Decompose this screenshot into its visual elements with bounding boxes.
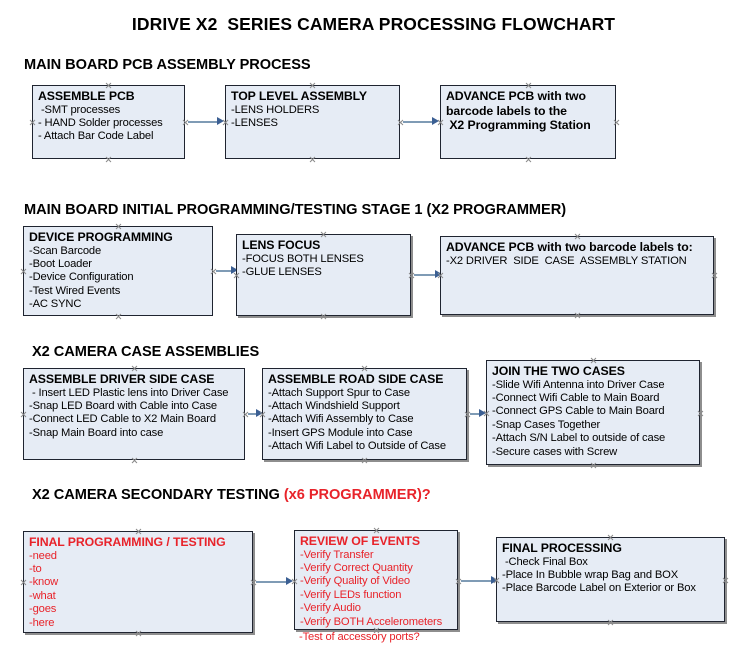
node-line: -what (29, 589, 56, 602)
node-line: -Attach Support Spur to Case (268, 386, 410, 399)
node-final-processing[interactable]: FINAL PROCESSING -Check Final Box -Place… (496, 537, 725, 622)
section-heading-pcb-assembly: MAIN BOARD PCB ASSEMBLY PROCESS (24, 57, 311, 73)
node-line: -Attach Wifi Assembly to Case (268, 413, 414, 426)
section-heading-initial-programming: MAIN BOARD INITIAL PROGRAMMING/TESTING S… (24, 202, 567, 218)
node-title: ASSEMBLE PCB (38, 89, 135, 103)
connector-arrow (256, 581, 287, 583)
page-title: IDRIVE X2 SERIES CAMERA PROCESSING FLOWC… (131, 14, 616, 34)
node-line: -Attach Wifi Label to Outside of Case (268, 440, 446, 453)
node-title-line3: X2 Programming Station (446, 118, 591, 132)
node-title: ASSEMBLE ROAD SIDE CASE (268, 372, 444, 386)
node-assemble-road-side-case[interactable]: ASSEMBLE ROAD SIDE CASE -Attach Support … (262, 368, 467, 460)
node-title: TOP LEVEL ASSEMBLY (231, 89, 368, 103)
node-line: -AC SYNC (29, 298, 82, 311)
node-line: -LENSES (231, 116, 278, 129)
node-title: JOIN THE TWO CASES (492, 364, 625, 378)
node-line: -Attach Windshield Support (268, 399, 400, 412)
node-advance-pcb-driver-side-station[interactable]: ADVANCE PCB with two barcode labels to: … (440, 236, 714, 315)
section-heading-text: X2 CAMERA SECONDARY TESTING (32, 487, 284, 503)
node-join-the-two-cases[interactable]: JOIN THE TWO CASES -Slide Wifi Antenna i… (486, 360, 700, 465)
node-line: -here (29, 616, 55, 629)
arrowhead-icon (256, 409, 263, 417)
node-title: FINAL PROGRAMMING / TESTING (29, 535, 226, 549)
section-heading-secondary-testing: X2 CAMERA SECONDARY TESTING (x6 PROGRAMM… (32, 487, 431, 503)
node-line: -to (29, 562, 42, 575)
connector-arrow (461, 580, 492, 582)
node-line: -Snap Main Board into case (29, 426, 164, 439)
node-line: - Insert LED Plastic lens into Driver Ca… (29, 386, 229, 399)
node-line: -Verify Transfer (300, 548, 374, 561)
connector-arrow (216, 270, 232, 272)
node-line: - Attach Bar Code Label (38, 130, 154, 143)
node-line: -Snap LED Board with Cable into Case (29, 399, 217, 412)
node-line: -Verify LEDs function (300, 588, 402, 601)
arrowhead-icon (491, 576, 498, 584)
node-line: -Connect LED Cable to X2 Main Board (29, 413, 216, 426)
node-line: -Scan Barcode (29, 244, 102, 257)
node-line: -Check Final Box (502, 555, 588, 568)
section-heading-red-note: (x6 PROGRAMMER)? (283, 487, 431, 503)
node-top-level-assembly[interactable]: TOP LEVEL ASSEMBLY -LENS HOLDERS -LENSES (225, 85, 400, 159)
node-line: -Place Barcode Label on Exterior or Box (502, 582, 696, 595)
node-line: -Secure cases with Screw (492, 445, 618, 458)
node-advance-pcb-programming-station[interactable]: ADVANCE PCB with two barcode labels to t… (440, 85, 616, 159)
node-line: -GLUE LENSES (242, 265, 322, 278)
node-overflow-line: -Test of accessory ports? (299, 631, 420, 643)
node-title: LENS FOCUS (242, 238, 321, 252)
node-title-line2: barcode labels to the (446, 103, 567, 118)
connector-arrow (414, 274, 436, 276)
node-line: -SMT processes (38, 103, 121, 116)
node-line: -Test Wired Events (29, 284, 121, 297)
node-line: -Snap Cases Together (492, 418, 601, 431)
node-device-programming[interactable]: DEVICE PROGRAMMING -Scan Barcode -Boot L… (23, 226, 213, 316)
node-title: ADVANCE PCB with two (446, 89, 586, 103)
node-lens-focus[interactable]: LENS FOCUS -FOCUS BOTH LENSES -GLUE LENS… (236, 234, 411, 316)
section-heading-case-assemblies: X2 CAMERA CASE ASSEMBLIES (32, 344, 260, 360)
node-line: -Verify Quality of Video (300, 575, 410, 588)
node-line: -need (29, 549, 57, 562)
arrowhead-icon (231, 266, 238, 274)
node-line: -X2 DRIVER SIDE CASE ASSEMBLY STATION (446, 254, 687, 267)
node-title: ADVANCE PCB with two barcode labels to: (446, 240, 693, 254)
node-line: -goes (29, 603, 57, 616)
node-line: -Verify Audio (300, 602, 361, 615)
node-assemble-pcb[interactable]: ASSEMBLE PCB -SMT processes - HAND Solde… (32, 85, 185, 159)
node-line: -Connect GPS Cable to Main Board (492, 405, 665, 418)
node-line: -Slide Wifi Antenna into Driver Case (492, 378, 665, 391)
node-line: -Verify Correct Quantity (300, 561, 413, 574)
node-final-programming-testing[interactable]: FINAL PROGRAMMING / TESTING -need -to -k… (23, 531, 253, 633)
arrowhead-icon (435, 270, 442, 278)
connector-arrow (248, 413, 257, 415)
node-line: - HAND Solder processes (38, 116, 163, 129)
node-line: -FOCUS BOTH LENSES (242, 252, 364, 265)
connector-arrow (188, 121, 218, 123)
arrowhead-icon (432, 117, 439, 125)
arrowhead-icon (479, 409, 486, 417)
node-line: -Verify BOTH Accelerometers (300, 615, 443, 628)
node-line: -Insert GPS Module into Case (268, 426, 413, 439)
node-line: -Connect Wifi Cable to Main Board (492, 391, 660, 404)
connector-arrow (470, 413, 480, 415)
node-line: -LENS HOLDERS (231, 103, 320, 116)
node-line: -Place In Bubble wrap Bag and BOX (502, 568, 679, 581)
node-title: REVIEW OF EVENTS (300, 534, 421, 548)
node-line: -Attach S/N Label to outside of case (492, 432, 666, 445)
arrowhead-icon (286, 577, 293, 585)
arrowhead-icon (217, 117, 224, 125)
node-line: -Boot Loader (29, 257, 92, 270)
node-title: DEVICE PROGRAMMING (29, 230, 173, 244)
node-line: -know (29, 576, 59, 589)
node-review-of-events[interactable]: REVIEW OF EVENTS -Verify Transfer -Verif… (294, 530, 458, 630)
node-title: FINAL PROCESSING (502, 541, 622, 555)
node-title: ASSEMBLE DRIVER SIDE CASE (29, 372, 215, 386)
node-assemble-driver-side-case[interactable]: ASSEMBLE DRIVER SIDE CASE - Insert LED P… (23, 368, 245, 460)
connector-arrow (403, 121, 433, 123)
node-line: -Device Configuration (29, 271, 134, 284)
